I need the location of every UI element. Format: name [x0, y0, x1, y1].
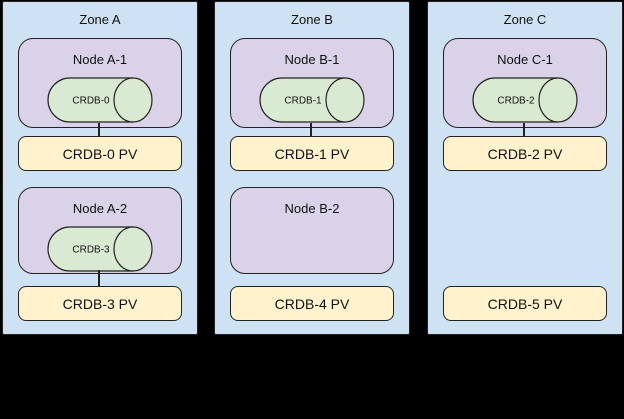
zone-b-panel: Zone B Node B-1 CRDB-1 CRDB-1 PV Node B-… [214, 1, 410, 335]
crdb-2-pv-label: CRDB-2 PV [487, 145, 563, 162]
pod-pv-connector [523, 123, 525, 137]
zone-a-panel: Zone A Node A-1 CRDB-0 CRDB-0 PV Node A-… [2, 1, 198, 335]
node-b1-box: Node B-1 CRDB-1 [230, 38, 394, 128]
crdb-4-pv-label: CRDB-4 PV [274, 295, 350, 312]
crdb-0-pod-label: CRDB-0 [72, 96, 110, 107]
node-c1-box: Node C-1 CRDB-2 [443, 38, 607, 128]
node-a2-box: Node A-2 CRDB-3 [18, 187, 182, 274]
node-a2-label: Node A-2 [72, 201, 128, 216]
pod-pv-connector [98, 123, 100, 137]
pod-pv-connector [98, 270, 100, 287]
crdb-0-pv-label: CRDB-0 PV [62, 145, 138, 162]
crdb-5-pv-label: CRDB-5 PV [487, 295, 563, 312]
crdb-3-pod-label: CRDB-3 [72, 245, 110, 256]
crdb-2-pod-label: CRDB-2 [497, 96, 535, 107]
crdb-1-pod-label: CRDB-1 [284, 96, 322, 107]
crdb-2-pod-cylinder-icon: CRDB-2 [472, 77, 578, 123]
zone-a-title: Zone A [79, 12, 121, 27]
crdb-3-pod-cylinder-icon: CRDB-3 [47, 226, 153, 272]
crdb-5-pv-box: CRDB-5 PV [443, 286, 607, 321]
crdb-2-pv-box: CRDB-2 PV [443, 136, 607, 171]
node-b2-label: Node B-2 [284, 201, 340, 216]
crdb-0-pod-cylinder-icon: CRDB-0 [47, 77, 153, 123]
node-b1-label: Node B-1 [284, 52, 340, 67]
pod-pv-connector [310, 123, 312, 137]
crdb-1-pv-box: CRDB-1 PV [230, 136, 394, 171]
zone-c-title: Zone C [503, 12, 547, 27]
node-a1-label: Node A-1 [72, 52, 128, 67]
crdb-1-pv-label: CRDB-1 PV [274, 145, 350, 162]
node-c1-label: Node C-1 [497, 52, 553, 67]
zone-b-title: Zone B [291, 12, 333, 27]
crdb-3-pv-box: CRDB-3 PV [18, 286, 182, 321]
zone-c-panel: Zone C Node C-1 CRDB-2 CRDB-2 PV CRDB-5 … [427, 1, 623, 335]
crdb-0-pv-box: CRDB-0 PV [18, 136, 182, 171]
crdb-1-pod-cylinder-icon: CRDB-1 [259, 77, 365, 123]
crdb-4-pv-box: CRDB-4 PV [230, 286, 394, 321]
node-b2-box: Node B-2 [230, 187, 394, 274]
node-a1-box: Node A-1 CRDB-0 [18, 38, 182, 128]
crdb-3-pv-label: CRDB-3 PV [62, 295, 138, 312]
